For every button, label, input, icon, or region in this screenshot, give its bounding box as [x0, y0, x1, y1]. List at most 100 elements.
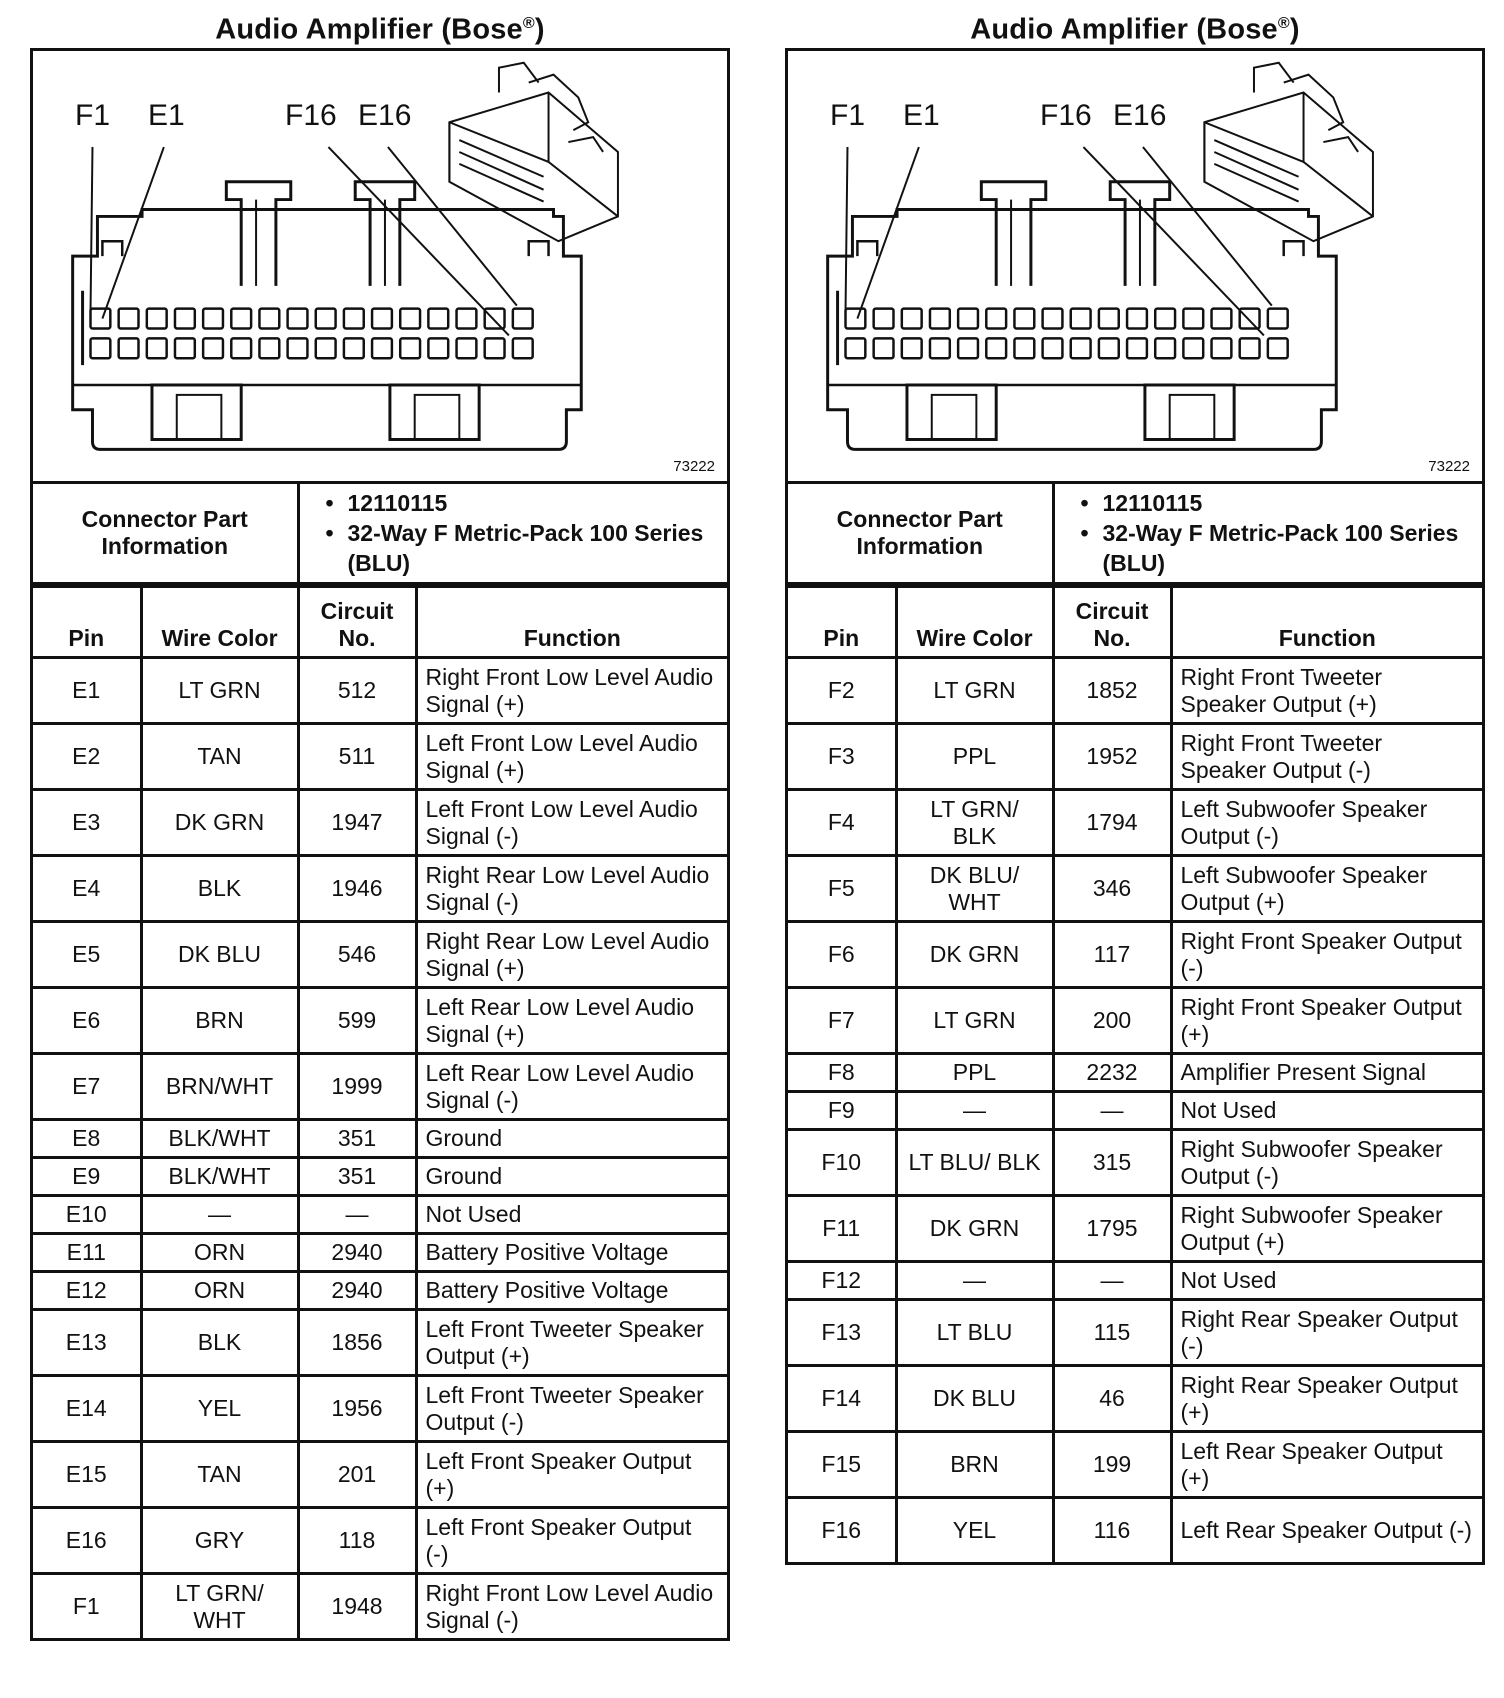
pin-cell: F4 — [788, 788, 898, 857]
wire-color-cell: DK BLU/ WHT — [894, 854, 1055, 923]
circuit-cell: 1947 — [296, 788, 418, 857]
function-cell: Right Front Low Level Audio Signal (-) — [414, 1572, 727, 1638]
connector-box: F1 E1 F16 E16 73222 Connector Part Infor… — [30, 48, 730, 1641]
function-cell: Not Used — [1169, 1260, 1482, 1301]
function-cell: Left Front Low Level Audio Signal (-) — [414, 788, 727, 857]
pin-cell: F9 — [788, 1090, 898, 1131]
connector-drawing — [71, 61, 619, 451]
connector-diagram: F1 E1 F16 E16 73222 — [33, 51, 727, 484]
function-cell: Left Front Speaker Output (-) — [414, 1506, 727, 1575]
pin-cavity — [985, 337, 1008, 360]
pin-cavity — [1153, 337, 1177, 360]
circuit-cell: 116 — [1051, 1496, 1173, 1562]
function-cell: Left Rear Low Level Audio Signal (-) — [414, 1052, 727, 1121]
function-cell: Ground — [414, 1118, 727, 1159]
wire-color-cell: YEL — [139, 1374, 300, 1443]
wire-color-cell: YEL — [894, 1496, 1055, 1562]
function-cell: Right Rear Speaker Output (+) — [1169, 1364, 1482, 1433]
circuit-cell: — — [296, 1194, 418, 1235]
wire-color-cell: DK BLU — [894, 1364, 1055, 1433]
col-wire-color: Wire Color — [894, 585, 1055, 659]
circuit-cell: 118 — [296, 1506, 418, 1575]
title-text: Audio Amplifier (Bose — [970, 13, 1278, 46]
pin-cavity — [286, 337, 309, 360]
amplifier-panel-right: Audio Amplifier (Bose®) — [785, 0, 1485, 1565]
function-cell: Right Front Tweeter Speaker Output (+) — [1169, 656, 1482, 725]
pin-cavity — [1069, 337, 1092, 360]
function-cell: Left Rear Low Level Audio Signal (+) — [414, 986, 727, 1055]
pin-cell: E13 — [33, 1308, 143, 1377]
wire-color-cell: LT GRN — [894, 656, 1055, 725]
pin-cavity — [1097, 337, 1120, 360]
pin-cell: E7 — [33, 1052, 143, 1121]
pin-cell: E15 — [33, 1440, 143, 1509]
circuit-cell: 2940 — [296, 1232, 418, 1273]
pin-cavity — [145, 337, 168, 360]
pin-cell: E6 — [33, 986, 143, 1055]
pin-cavity — [1238, 337, 1261, 360]
pin-cavity — [370, 337, 394, 360]
circuit-cell: 1999 — [296, 1052, 418, 1121]
pin-cavity — [1125, 307, 1149, 330]
function-cell: Battery Positive Voltage — [414, 1232, 727, 1273]
pin-cell: F5 — [788, 854, 898, 923]
function-cell: Right Front Speaker Output (-) — [1169, 920, 1482, 989]
drawing-id: 73222 — [1428, 458, 1470, 475]
pin-cavity — [173, 337, 197, 360]
pin-cavity — [258, 307, 281, 330]
label-e16: E16 — [358, 99, 412, 132]
pin-cavity — [455, 307, 478, 330]
circuit-cell: 2232 — [1051, 1052, 1173, 1093]
circuit-cell: 1946 — [296, 854, 418, 923]
col-pin: Pin — [788, 585, 898, 659]
wire-color-cell: BLK/WHT — [139, 1156, 300, 1197]
pin-cavity — [844, 307, 867, 330]
pin-cavity — [1013, 337, 1036, 360]
wire-color-cell: LT GRN — [894, 986, 1055, 1055]
part-number: 12110115 — [326, 488, 720, 518]
pin-cell: E14 — [33, 1374, 143, 1443]
panel-title: Audio Amplifier (Bose®) — [785, 0, 1485, 48]
label-f16: F16 — [285, 99, 337, 132]
pin-cavity — [286, 307, 309, 330]
pin-cell: E12 — [33, 1270, 143, 1311]
pin-cavity — [89, 337, 112, 360]
circuit-cell: 511 — [296, 722, 418, 791]
circuit-cell: 546 — [296, 920, 418, 989]
connector-drawing — [826, 61, 1374, 451]
pin-cell: F16 — [788, 1496, 898, 1562]
pin-cavity — [1153, 307, 1177, 330]
pin-cell: F14 — [788, 1364, 898, 1433]
connector-details: 12110115 32-Way F Metric-Pack 100 Series… — [1051, 484, 1482, 585]
pin-cavity — [511, 337, 534, 360]
function-cell: Left Front Speaker Output (+) — [414, 1440, 727, 1509]
wire-color-cell: DK GRN — [139, 788, 300, 857]
function-cell: Right Rear Low Level Audio Signal (-) — [414, 854, 727, 923]
title-close: ) — [534, 13, 545, 46]
pin-cavity — [872, 307, 895, 330]
connector-info-label: Connector Part Information — [788, 484, 1055, 585]
connector-info: Connector Part Information 12110115 32-W… — [788, 484, 1482, 585]
col-circuit-no: Circuit No. — [1051, 585, 1173, 659]
function-cell: Not Used — [414, 1194, 727, 1235]
pin-cavity — [398, 307, 422, 330]
pin-cell: F10 — [788, 1128, 898, 1197]
wire-color-cell: PPL — [894, 1052, 1055, 1093]
pin-cavity — [956, 307, 980, 330]
pin-cell: F8 — [788, 1052, 898, 1093]
pin-cavity — [483, 307, 506, 330]
drawing-id: 73222 — [673, 458, 715, 475]
panel-title: Audio Amplifier (Bose®) — [30, 0, 730, 48]
pin-cavity — [1097, 307, 1120, 330]
circuit-cell: 1948 — [296, 1572, 418, 1638]
